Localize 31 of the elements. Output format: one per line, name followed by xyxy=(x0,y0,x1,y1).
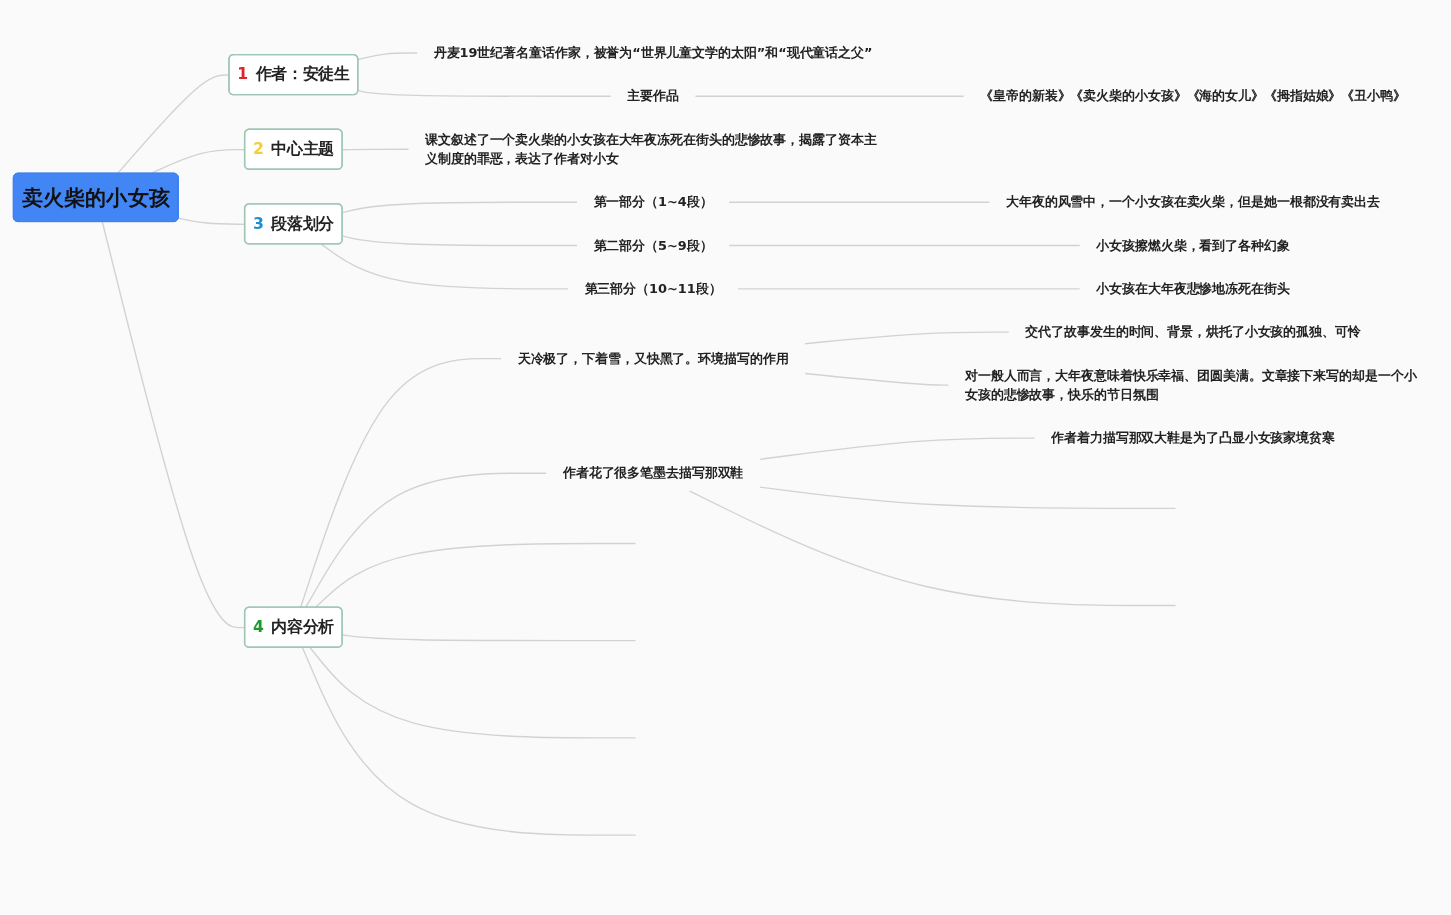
connector xyxy=(309,647,637,739)
node-text: 作者着力描写那双大鞋是为了凸显小女孩家境贫寒 xyxy=(1051,430,1335,445)
connector xyxy=(759,486,1177,510)
node-text: 第三部分（10~11段） xyxy=(584,281,722,296)
node-text: 大年夜的风雪中，一个小女孩在卖火柴，但是她一根都没有卖出去 xyxy=(1005,194,1381,210)
node-text: 小女孩擦燃火柴，看到了各种幻象 xyxy=(1096,237,1290,253)
connector xyxy=(304,472,547,609)
connector xyxy=(728,244,1081,247)
node-text: 交代了故事发生的时间、背景，烘托了小女孩的孤独、可怜 xyxy=(1025,324,1361,340)
node-text: 小女孩在大年夜悲惨地冻死在街头 xyxy=(1096,281,1290,296)
connector xyxy=(314,542,637,609)
connector xyxy=(694,95,965,97)
connector xyxy=(357,89,612,97)
connector xyxy=(689,490,1177,607)
node-text: 对一般人而言，大年夜意味着快乐幸福、团圆美满。文章接下来写的却是一个小女孩的悲惨故事，快乐的节日氛围 xyxy=(964,367,1417,402)
connector xyxy=(804,372,950,386)
connector xyxy=(759,437,1036,460)
node-text: 第一部分（1~4段） xyxy=(593,194,713,210)
node-text: 作者花了很多笔墨去描写那双鞋 xyxy=(562,465,744,481)
node-text: 第二部分（5~9段） xyxy=(593,237,713,253)
connector xyxy=(320,243,569,290)
node-text: 《皇帝的新装》《卖火柴的小女孩》《海的女儿》《拇指姑娘》《丑小鸭》 xyxy=(980,88,1406,104)
node-text: 丹麦19世纪著名童话作家，被誉为“世界儿童文学的太阳”和“现代童话之父” xyxy=(433,45,873,60)
node-text: 主要作品 xyxy=(627,88,679,104)
node-text: 课文叙述了一个卖火柴的小女孩在大年夜冻死在街头的悲惨故事，揭露了资本主义制度的罪恶，表达了作者对小女 xyxy=(425,131,877,166)
connector xyxy=(357,52,418,61)
connector xyxy=(728,201,991,203)
connector xyxy=(301,647,637,836)
node-text: 天冷极了，下着雪，又快黑了。环境描写的作用 xyxy=(517,350,789,366)
connector xyxy=(804,331,1010,345)
connector xyxy=(299,357,502,609)
